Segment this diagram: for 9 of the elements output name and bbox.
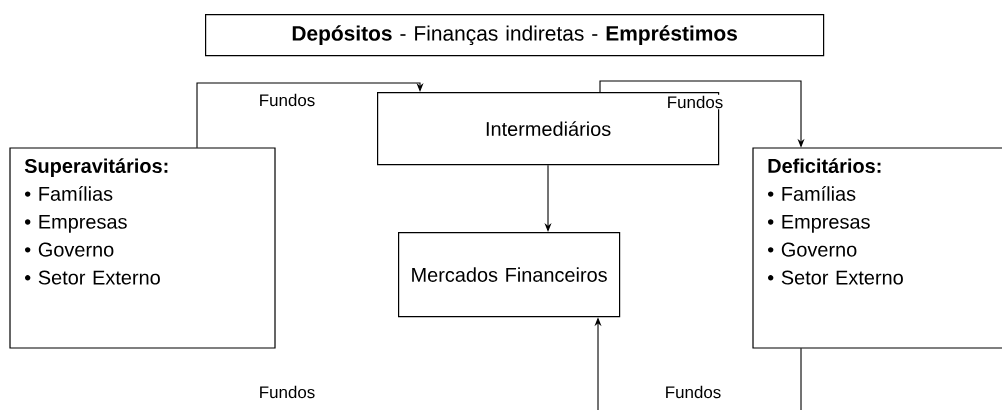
group-box: Superavitários: • Famílias • Empresas • Governo • Setor Externo [9,147,276,349]
title-box: Depósitos - Finanças indiretas - Empréstimos [205,14,825,57]
text-label: Fundos [260,385,315,399]
edge-label: Fundos [665,94,725,110]
text-label: Fundos [666,385,721,399]
process-box: Mercados Financeiros [398,232,621,318]
arrow [196,82,424,149]
group-box: Deficitários: • Famílias • Empresas • Governo • Setor Externo [752,147,1002,349]
edge-label: Fundos [257,92,317,108]
